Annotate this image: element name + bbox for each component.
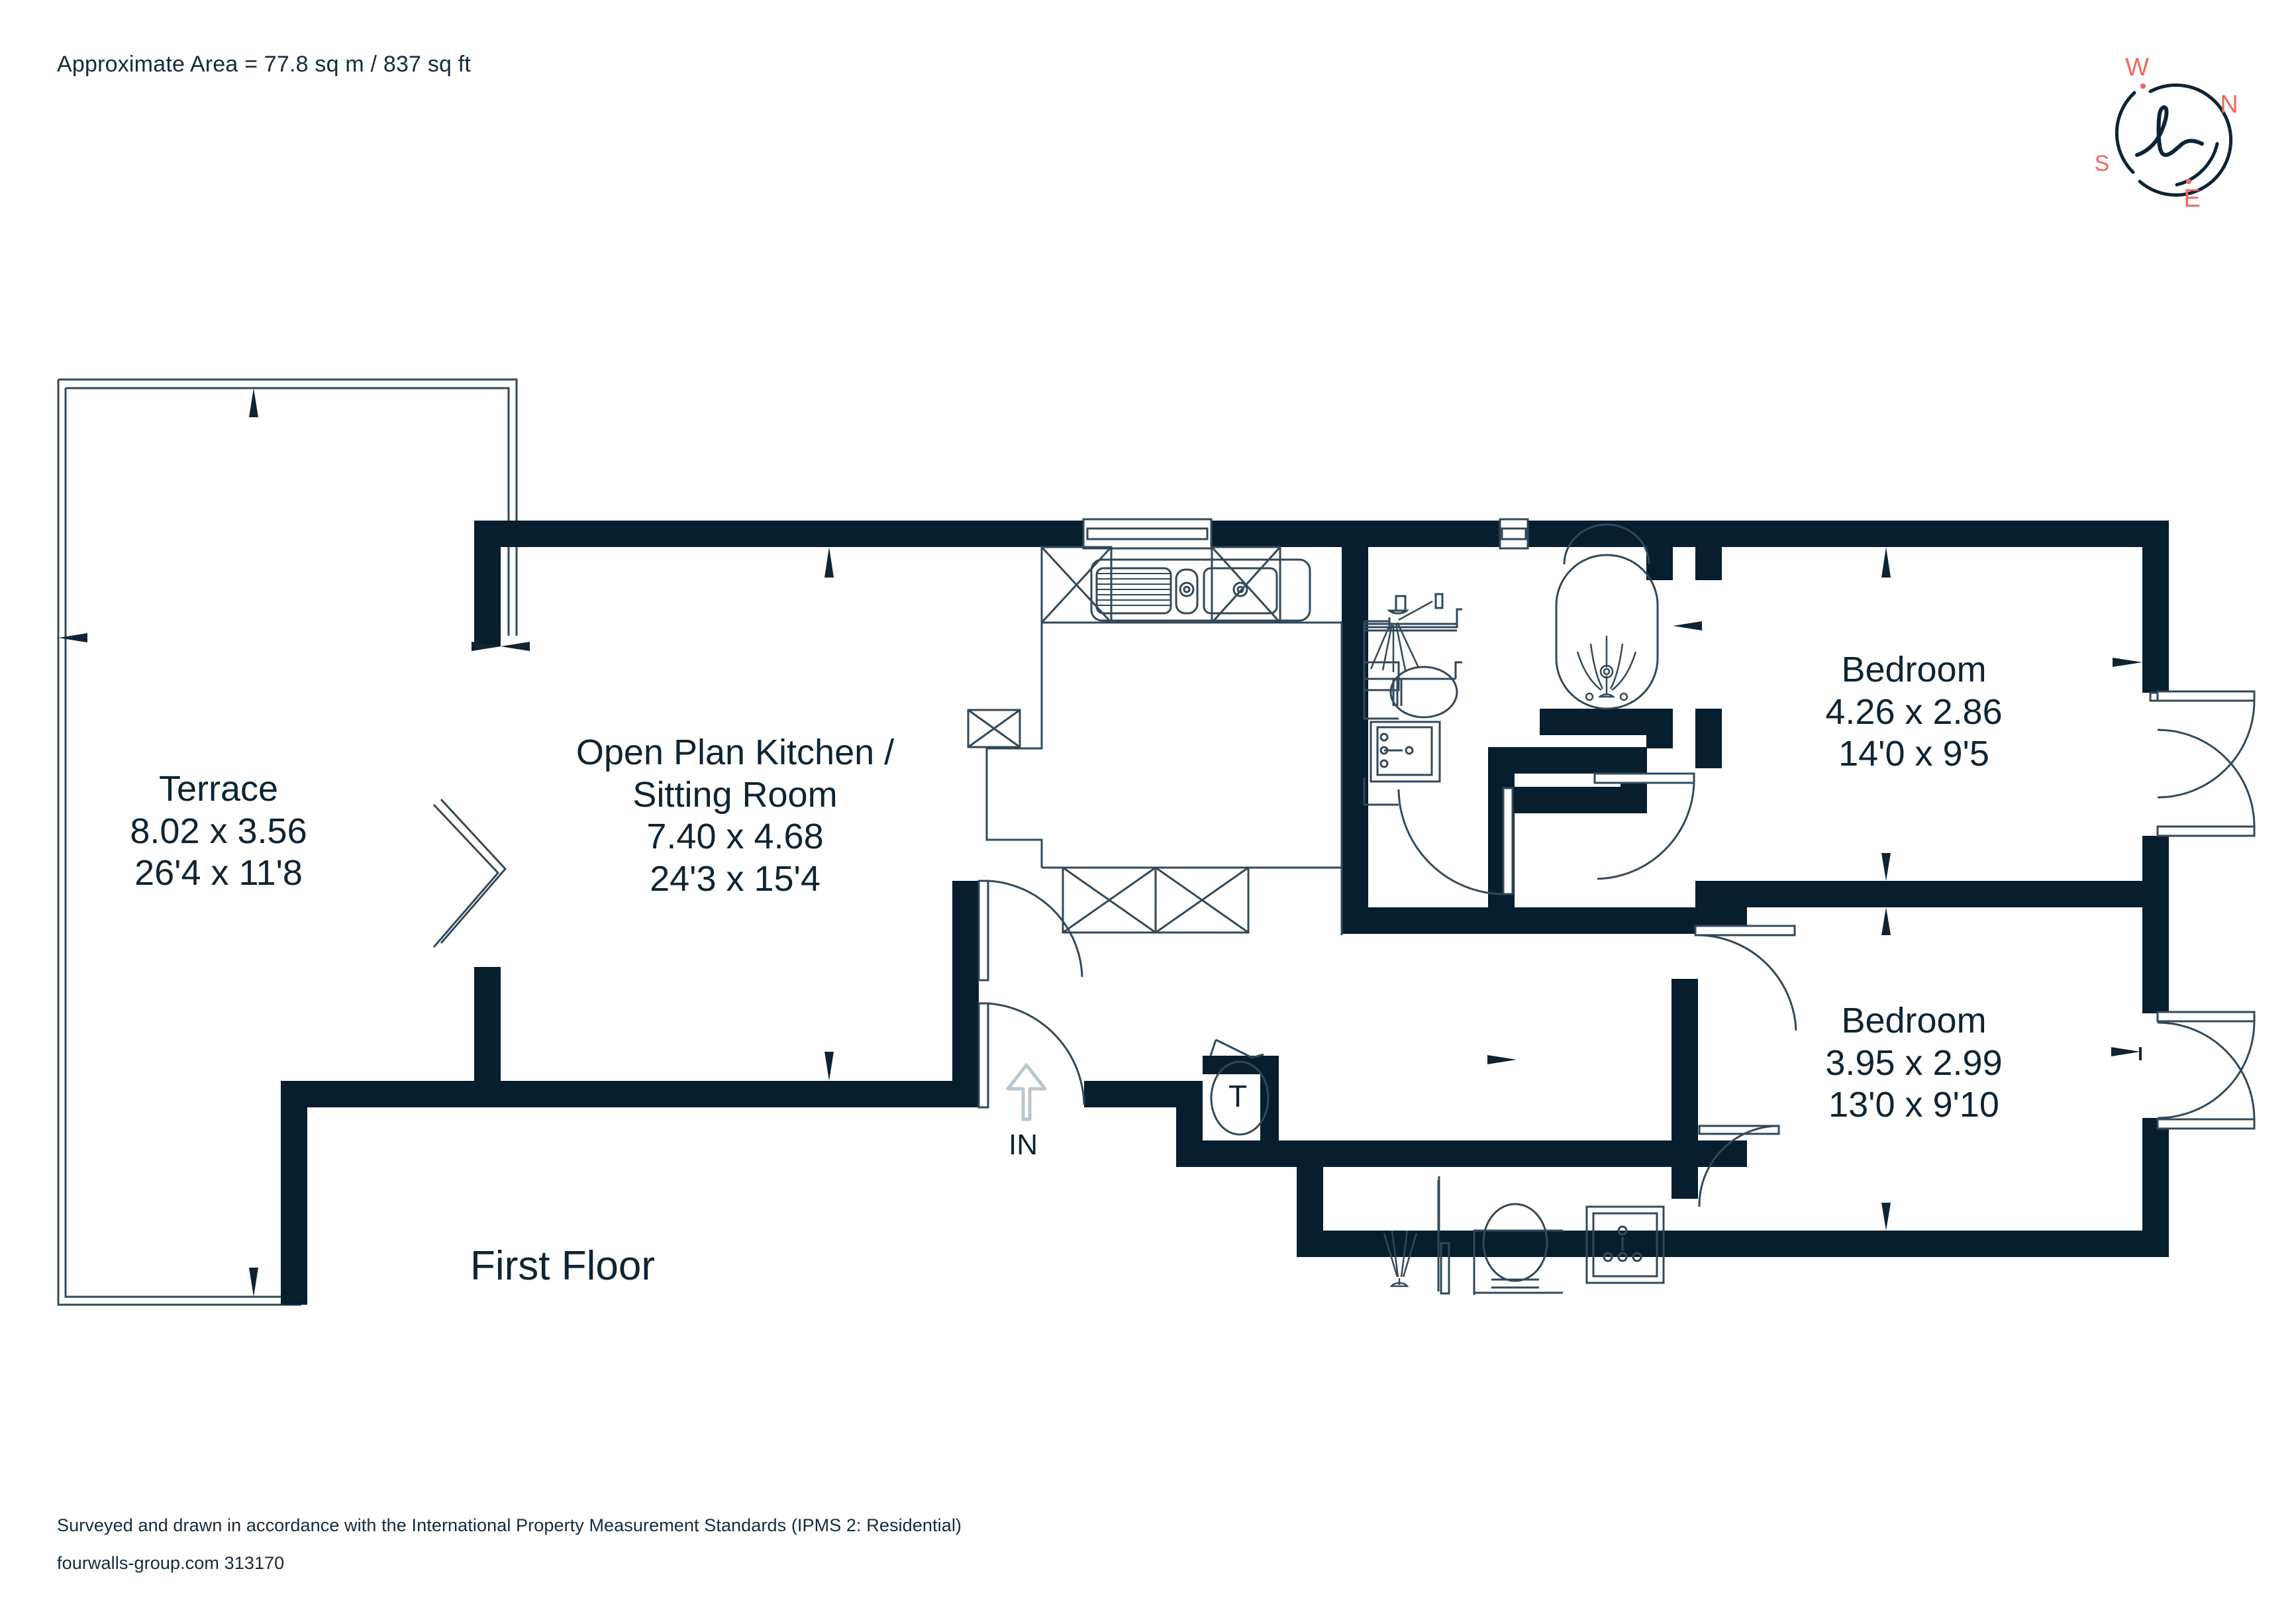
footer-site-reference: fourwalls-group.com 313170 <box>57 1553 285 1573</box>
compass-ring-icon <box>2115 83 2233 197</box>
compass-dot-west-icon <box>2140 83 2146 89</box>
brand-h-logo-icon <box>2135 105 2204 157</box>
kitchen-dim-metric: 7.40 x 4.68 <box>646 817 824 857</box>
kitchen-name-line2: Sitting Room <box>632 774 838 815</box>
compass-label-north: N <box>2220 91 2238 119</box>
toilet-icon-lower <box>1473 1203 1563 1295</box>
basin-icon <box>1363 721 1441 806</box>
shower-icon <box>1363 593 1462 680</box>
footer-standards-text: Surveyed and drawn in accordance with th… <box>57 1515 962 1535</box>
bifold-terrace-doors <box>432 798 507 948</box>
kitchen-name-line1: Open Plan Kitchen / <box>575 732 895 772</box>
windows <box>1082 518 1529 550</box>
terrace-dim-imperial: 26'4 x 11'8 <box>134 853 303 893</box>
bedroom1-name: Bedroom <box>1841 650 1987 689</box>
compass-dot-east-icon <box>2186 179 2191 184</box>
bedroom1-dim-metric: 4.26 x 2.86 <box>1825 691 2003 732</box>
compass-label-west: W <box>2125 54 2149 81</box>
approximate-area-text: Approximate Area = 77.8 sq m / 837 sq ft <box>57 52 472 77</box>
entrance-in-label: IN <box>1009 1129 1038 1161</box>
shower-head-icon <box>1383 1230 1418 1288</box>
room-label-terrace: Terrace 8.02 x 3.56 26'4 x 11'8 <box>99 768 338 895</box>
compass-rose: W N S E <box>2076 41 2275 240</box>
room-label-open-plan-kitchen: Open Plan Kitchen / Sitting Room 7.40 x … <box>530 732 940 901</box>
bathtub-icon <box>1555 523 1659 710</box>
terrace-dim-metric: 8.02 x 3.56 <box>130 811 307 851</box>
bedroom2-dim-metric: 3.95 x 2.99 <box>1825 1042 2003 1083</box>
building-walls <box>281 521 2169 1305</box>
room-label-bedroom-1: Bedroom 4.26 x 2.86 14'0 x 9'5 <box>1748 649 2079 776</box>
basin-icon-lower <box>1585 1205 1665 1284</box>
terrace-name: Terrace <box>158 769 279 809</box>
bedroom2-name: Bedroom <box>1841 1001 1987 1040</box>
shower-room-fixtures <box>1383 1176 1665 1295</box>
room-label-bedroom-2: Bedroom 3.95 x 2.99 13'0 x 9'10 <box>1748 1000 2079 1127</box>
tank-label: T <box>1228 1079 1248 1113</box>
kitchen-sink-icon <box>1090 558 1311 622</box>
floor-title: First Floor <box>470 1243 655 1289</box>
kitchen-dim-imperial: 24'3 x 15'4 <box>650 859 821 899</box>
bath-shower-icon <box>1576 636 1637 701</box>
bedroom2-dim-imperial: 13'0 x 9'10 <box>1828 1085 1999 1125</box>
bedroom1-dim-imperial: 14'0 x 9'5 <box>1838 734 1989 774</box>
compass-label-south: S <box>2095 151 2110 176</box>
compass-label-east: E <box>2183 185 2200 213</box>
kitchen-units <box>967 546 1343 935</box>
toilet-icon <box>1363 661 1458 720</box>
entrance-arrow-icon <box>1006 1063 1047 1121</box>
bathroom-fixtures-upper <box>1363 523 1659 806</box>
